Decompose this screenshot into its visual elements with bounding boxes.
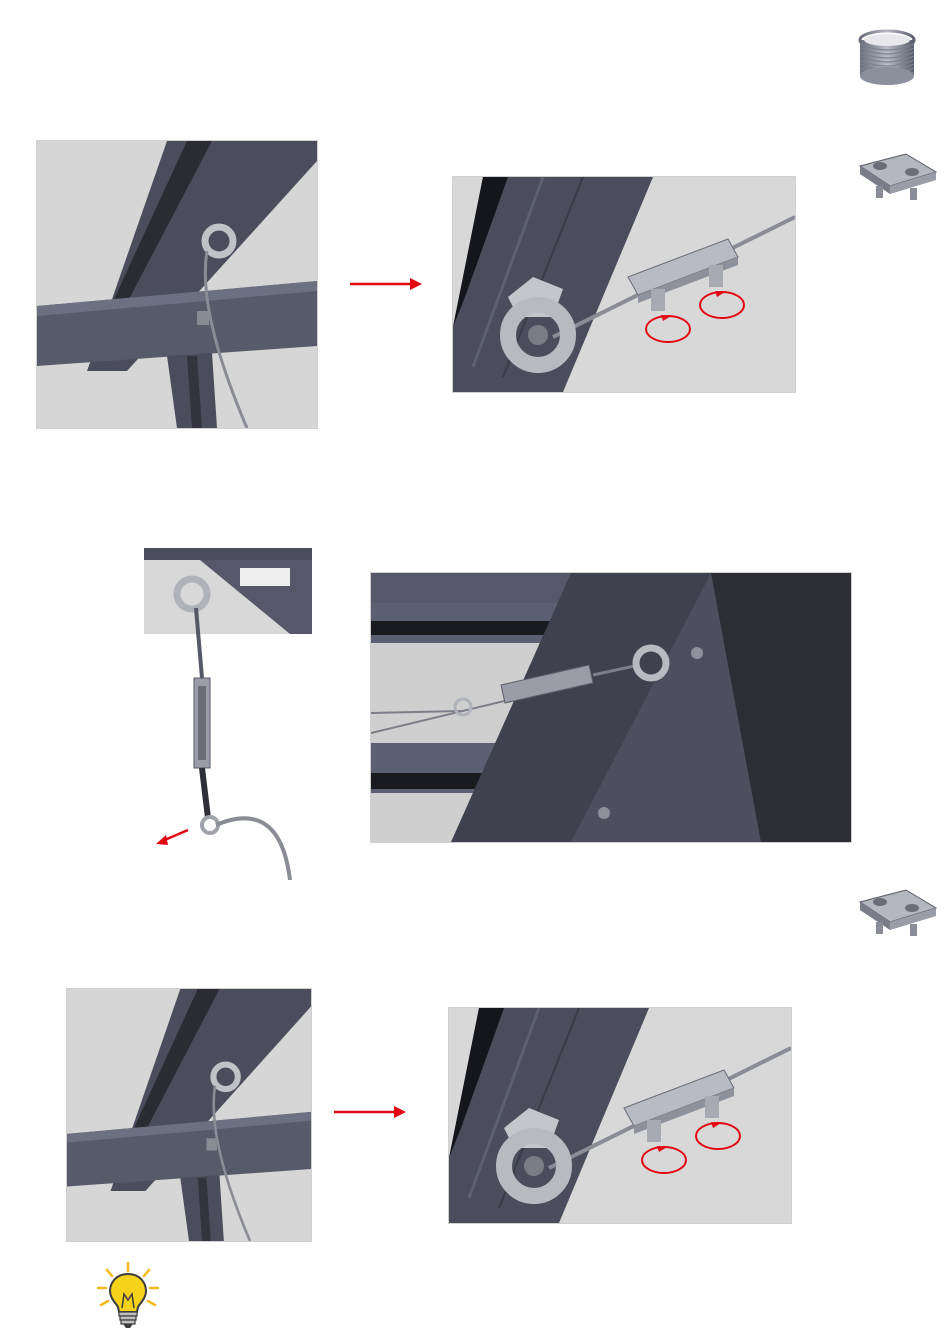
wire-clamp-icon xyxy=(856,150,940,206)
overview-corner-image xyxy=(36,140,318,429)
turnbuckle-installed-image xyxy=(370,572,852,843)
rotate-marker xyxy=(693,1120,743,1152)
rotate-marker xyxy=(697,289,747,321)
lightbulb-icon xyxy=(90,1260,166,1332)
direction-arrow xyxy=(332,1104,408,1120)
overview-corner-image xyxy=(66,988,312,1242)
direction-arrow xyxy=(348,276,424,292)
clamp-detail-image xyxy=(448,1007,792,1224)
rotate-marker xyxy=(639,1144,689,1176)
clamp-detail-image xyxy=(452,176,796,393)
rotate-marker xyxy=(643,313,693,345)
turnbuckle-vertical-image xyxy=(140,548,312,880)
wire-coil-icon xyxy=(856,28,918,90)
wire-clamp-icon xyxy=(856,886,940,942)
